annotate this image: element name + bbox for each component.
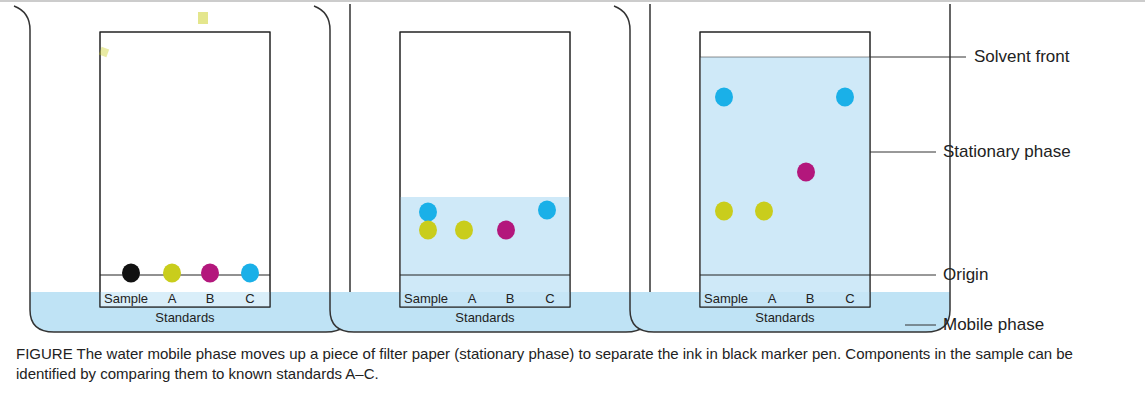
callout-label: Solvent front [974, 47, 1069, 67]
ink-smudge [198, 12, 208, 24]
filter-paper-edge [700, 32, 870, 307]
ink-spot [419, 221, 437, 240]
wet-paper [401, 197, 570, 307]
leader-line [870, 152, 936, 153]
filter-paper [400, 32, 570, 307]
standards-label: Standards [155, 310, 214, 325]
paper-in-liquid [400, 292, 570, 307]
ink-spot [715, 202, 733, 221]
beaker-outline [14, 4, 350, 332]
standard-letter: A [468, 291, 477, 306]
standards-label: Standards [455, 310, 514, 325]
solvent-front-line [400, 197, 570, 198]
filter-paper [100, 32, 270, 307]
filter-paper-edge [100, 32, 270, 307]
ink-smudge [99, 47, 109, 57]
standard-letter: B [206, 291, 215, 306]
standard-letter: B [806, 291, 815, 306]
sample-label: Sample [404, 291, 448, 306]
paper-in-liquid [700, 292, 870, 307]
beaker-outline [314, 4, 650, 332]
standard-letter: C [545, 291, 554, 306]
ink-spot [455, 221, 473, 240]
figure-caption: FIGURE The water mobile phase moves up a… [16, 344, 1126, 384]
beaker-outline [614, 4, 950, 332]
sample-label: Sample [104, 291, 148, 306]
ink-spot [836, 88, 854, 107]
standard-letter: A [768, 291, 777, 306]
ink-spot [538, 201, 556, 220]
ink-spot [797, 163, 815, 182]
mobile-phase-liquid [330, 292, 650, 332]
standard-letter: A [168, 291, 177, 306]
ink-spot [755, 202, 773, 221]
callout-label: Stationary phase [943, 142, 1071, 162]
standard-letter: C [245, 291, 254, 306]
ink-spot [163, 264, 181, 283]
standards-label: Standards [755, 310, 814, 325]
ink-spot [419, 203, 437, 222]
ink-spot [715, 88, 733, 107]
top-rule [0, 1, 1145, 2]
callout-label: Mobile phase [943, 315, 1044, 335]
mobile-phase-liquid [630, 292, 950, 332]
filter-paper-edge [400, 32, 570, 307]
origin-line [700, 275, 870, 276]
solvent-front-line [700, 57, 870, 58]
ink-spot [241, 264, 259, 283]
filter-paper [700, 32, 870, 307]
leader-line [870, 57, 966, 58]
leader-line [905, 325, 936, 326]
ink-spot [201, 264, 219, 283]
wet-paper [701, 57, 870, 307]
leader-line [870, 275, 936, 276]
sample-label: Sample [704, 291, 748, 306]
origin-line [400, 275, 570, 276]
mobile-phase-liquid [30, 292, 350, 332]
standard-letter: C [845, 291, 854, 306]
callout-label: Origin [943, 265, 988, 285]
ink-spot [497, 221, 515, 240]
paper-in-liquid [100, 292, 270, 307]
ink-spot [122, 264, 140, 283]
standard-letter: B [506, 291, 515, 306]
